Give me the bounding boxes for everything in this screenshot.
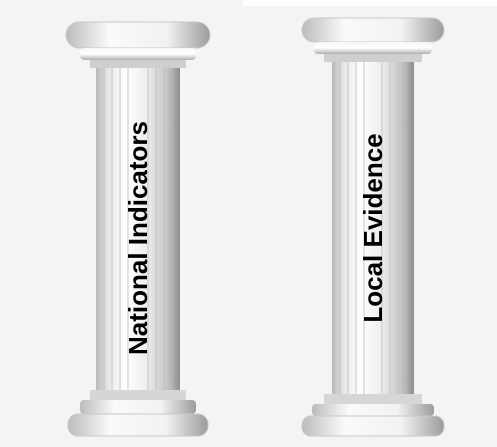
pillar-national-indicators: National Indicators — [62, 20, 214, 440]
pillar-local-evidence: Local Evidence — [298, 16, 448, 438]
pillar-label: Local Evidence — [360, 133, 386, 322]
pillar-label: National Indicators — [125, 121, 151, 355]
